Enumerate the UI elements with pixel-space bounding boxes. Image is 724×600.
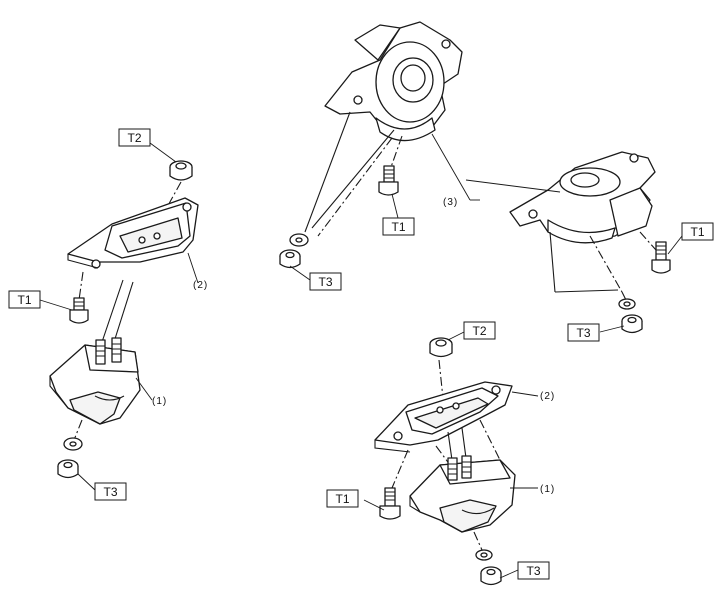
right-washer	[618, 298, 636, 310]
bottom-right-mount-assembly	[363, 331, 539, 586]
left-rubber-mount-1	[49, 337, 141, 425]
top-right-mount	[509, 151, 656, 244]
callout-t1-top: T1	[382, 217, 415, 236]
bottom-right-rubber-mount-1	[409, 455, 516, 533]
part-label-1-bottom: (1)	[540, 484, 555, 495]
callout-t2-bottom: T2	[463, 321, 496, 340]
svg-text:T3: T3	[318, 275, 332, 289]
svg-text:T2: T2	[127, 131, 141, 145]
callout-t1-bottom: T1	[326, 489, 359, 508]
svg-text:T3: T3	[526, 564, 540, 578]
bottom-right-bracket-2	[374, 381, 513, 453]
svg-text:T1: T1	[17, 293, 31, 307]
bottom-right-top-nut	[429, 337, 453, 358]
top-bolt-t1	[378, 135, 403, 196]
callout-t3-right: T3	[567, 323, 600, 342]
callout-t1-right: T1	[681, 222, 714, 241]
callout-t3-bottom: T3	[517, 561, 550, 580]
svg-text:T1: T1	[335, 492, 349, 506]
bottom-right-washer	[475, 549, 493, 561]
part-label-1-left: (1)	[152, 396, 167, 407]
top-mount-assembly	[279, 21, 683, 334]
left-top-nut	[169, 160, 193, 181]
svg-text:T2: T2	[472, 324, 486, 338]
top-left-washer	[289, 233, 309, 247]
callout-t2-left: T2	[118, 128, 151, 147]
callout-t1-left: T1	[8, 290, 41, 309]
svg-text:T1: T1	[690, 225, 704, 239]
svg-text:T1: T1	[391, 220, 405, 234]
bottom-right-nut	[480, 566, 502, 586]
callout-t3-top: T3	[309, 272, 342, 291]
callout-t3-left: T3	[94, 482, 127, 501]
bottom-right-bolt-t1	[379, 487, 401, 520]
right-bolt-t1	[639, 231, 671, 274]
part-label-3: (3)	[443, 197, 458, 208]
right-nut	[621, 314, 643, 334]
left-mount-assembly	[39, 142, 199, 491]
top-left-nut	[279, 249, 301, 269]
left-bottom-nut	[57, 459, 79, 479]
top-large-mount	[324, 21, 463, 142]
part-label-2-left: (2)	[193, 280, 208, 291]
left-bolt-t1	[69, 271, 89, 324]
left-bracket-2	[67, 197, 199, 269]
svg-text:T3: T3	[103, 485, 117, 499]
svg-text:T3: T3	[576, 326, 590, 340]
part-label-2-bottom: (2)	[540, 391, 555, 402]
left-bottom-washer	[63, 437, 83, 451]
